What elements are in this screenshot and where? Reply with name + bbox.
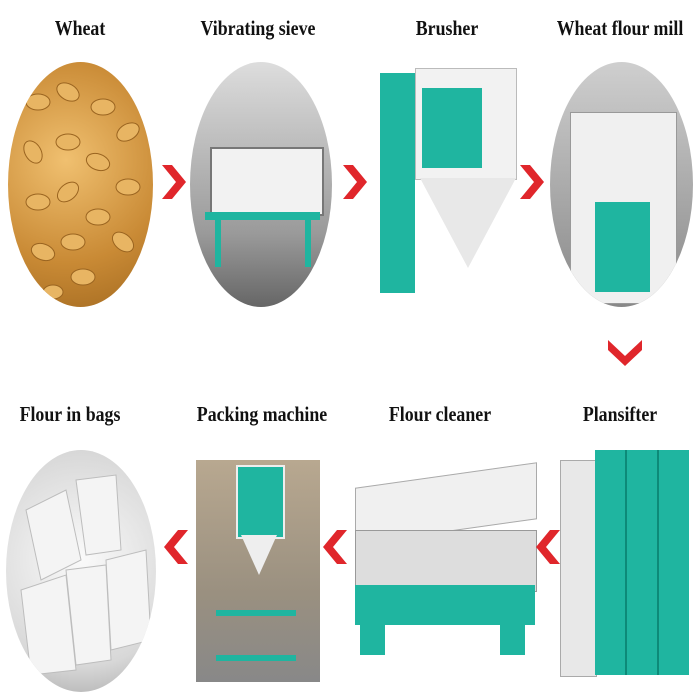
arrow-left-icon <box>323 530 347 564</box>
label-vibrating-sieve: Vibrating sieve <box>200 16 316 40</box>
flour-bags-image <box>6 450 156 692</box>
arrow-right-icon <box>162 165 186 199</box>
label-wheat: Wheat <box>54 16 106 40</box>
arrow-right-icon <box>343 165 367 199</box>
flour-cleaner-image <box>350 455 542 665</box>
label-plansifter: Plansifter <box>582 402 658 426</box>
arrow-left-icon <box>164 530 188 564</box>
label-brusher: Brusher <box>415 16 479 40</box>
wheat-image <box>8 62 153 307</box>
label-packing-machine: Packing machine <box>196 402 328 426</box>
label-flour-cleaner: Flour cleaner <box>388 402 492 426</box>
wheat-grains <box>23 82 141 300</box>
brusher-image <box>380 68 520 300</box>
packing-machine-image <box>196 460 320 682</box>
flour-bags <box>20 474 152 676</box>
plansifter-image <box>560 450 692 682</box>
wheat-flour-mill-image <box>550 62 693 307</box>
arrow-right-icon <box>520 165 544 199</box>
arrow-down-icon <box>608 340 642 366</box>
label-flour-in-bags: Flour in bags <box>19 402 121 426</box>
vibrating-sieve-image <box>190 62 332 307</box>
label-wheat-flour-mill: Wheat flour mill <box>556 16 684 40</box>
